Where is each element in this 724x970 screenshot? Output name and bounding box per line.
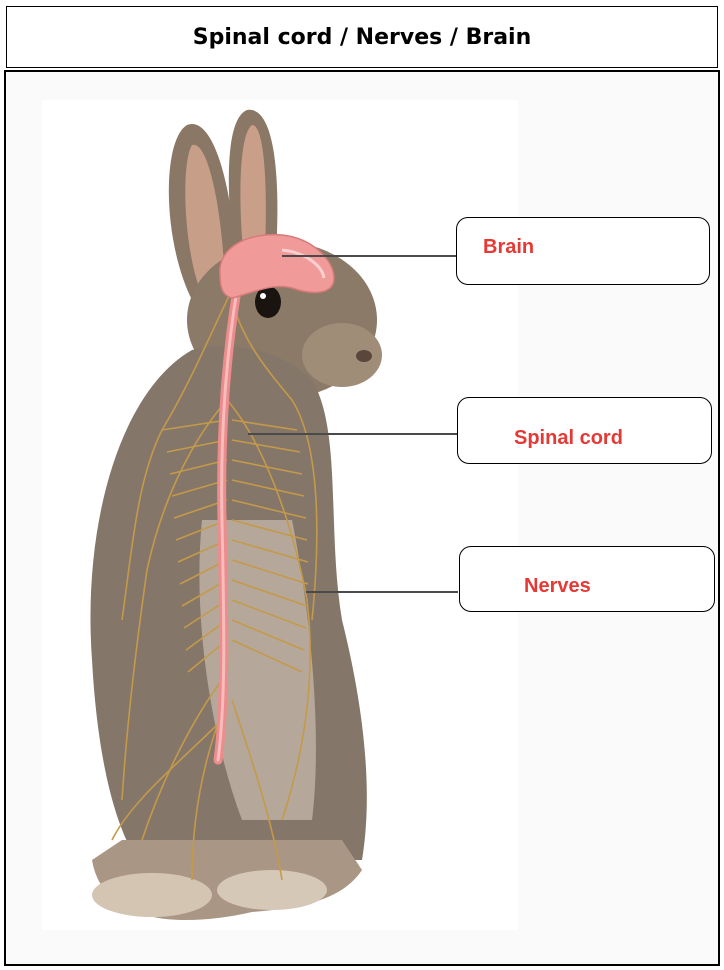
brain-label-box: Brain	[456, 217, 710, 285]
rabbit-eye	[255, 286, 281, 318]
nerves-pointer-line	[306, 591, 458, 593]
spinal-cord-pointer-line	[248, 433, 458, 435]
brain-pointer-line	[282, 255, 457, 257]
nerves-label-box: Nerves	[459, 546, 715, 612]
page-title: Spinal cord / Nerves / Brain	[193, 25, 532, 50]
title-box: Spinal cord / Nerves / Brain	[6, 6, 718, 68]
spinal-cord-label: Spinal cord	[514, 427, 623, 450]
spinal-cord-label-box: Spinal cord	[457, 397, 712, 464]
brain-label: Brain	[483, 236, 534, 259]
rabbit-illustration	[42, 100, 518, 930]
nerves-label: Nerves	[524, 575, 591, 598]
